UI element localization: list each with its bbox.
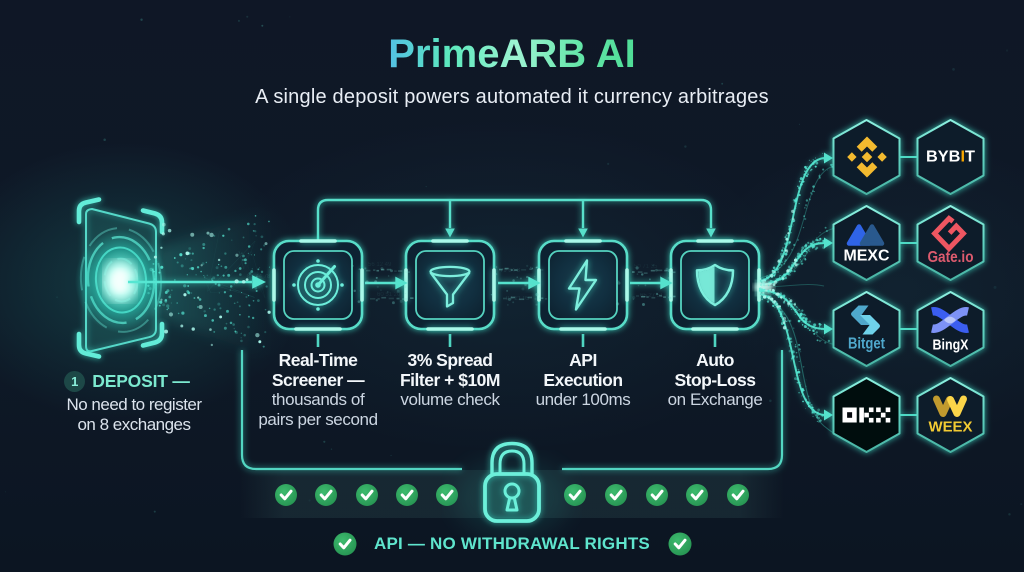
svg-text:79 84 3: 79 84 3 xyxy=(500,268,521,274)
svg-text:Gate.io: Gate.io xyxy=(928,249,974,266)
svg-text:WEEX: WEEX xyxy=(929,419,973,436)
svg-text:50 71 35: 50 71 35 xyxy=(634,264,658,270)
svg-text:BingX: BingX xyxy=(933,337,969,354)
svg-text:56 12 49: 56 12 49 xyxy=(368,262,392,268)
svg-text:94 21 95: 94 21 95 xyxy=(506,296,530,302)
svg-text:MEXC: MEXC xyxy=(844,248,890,265)
svg-text:86 44 78: 86 44 78 xyxy=(247,274,271,280)
svg-text:65 27 51: 65 27 51 xyxy=(640,293,664,299)
svg-text:Bitget: Bitget xyxy=(848,336,886,353)
svg-text:60 51 20: 60 51 20 xyxy=(377,292,401,298)
